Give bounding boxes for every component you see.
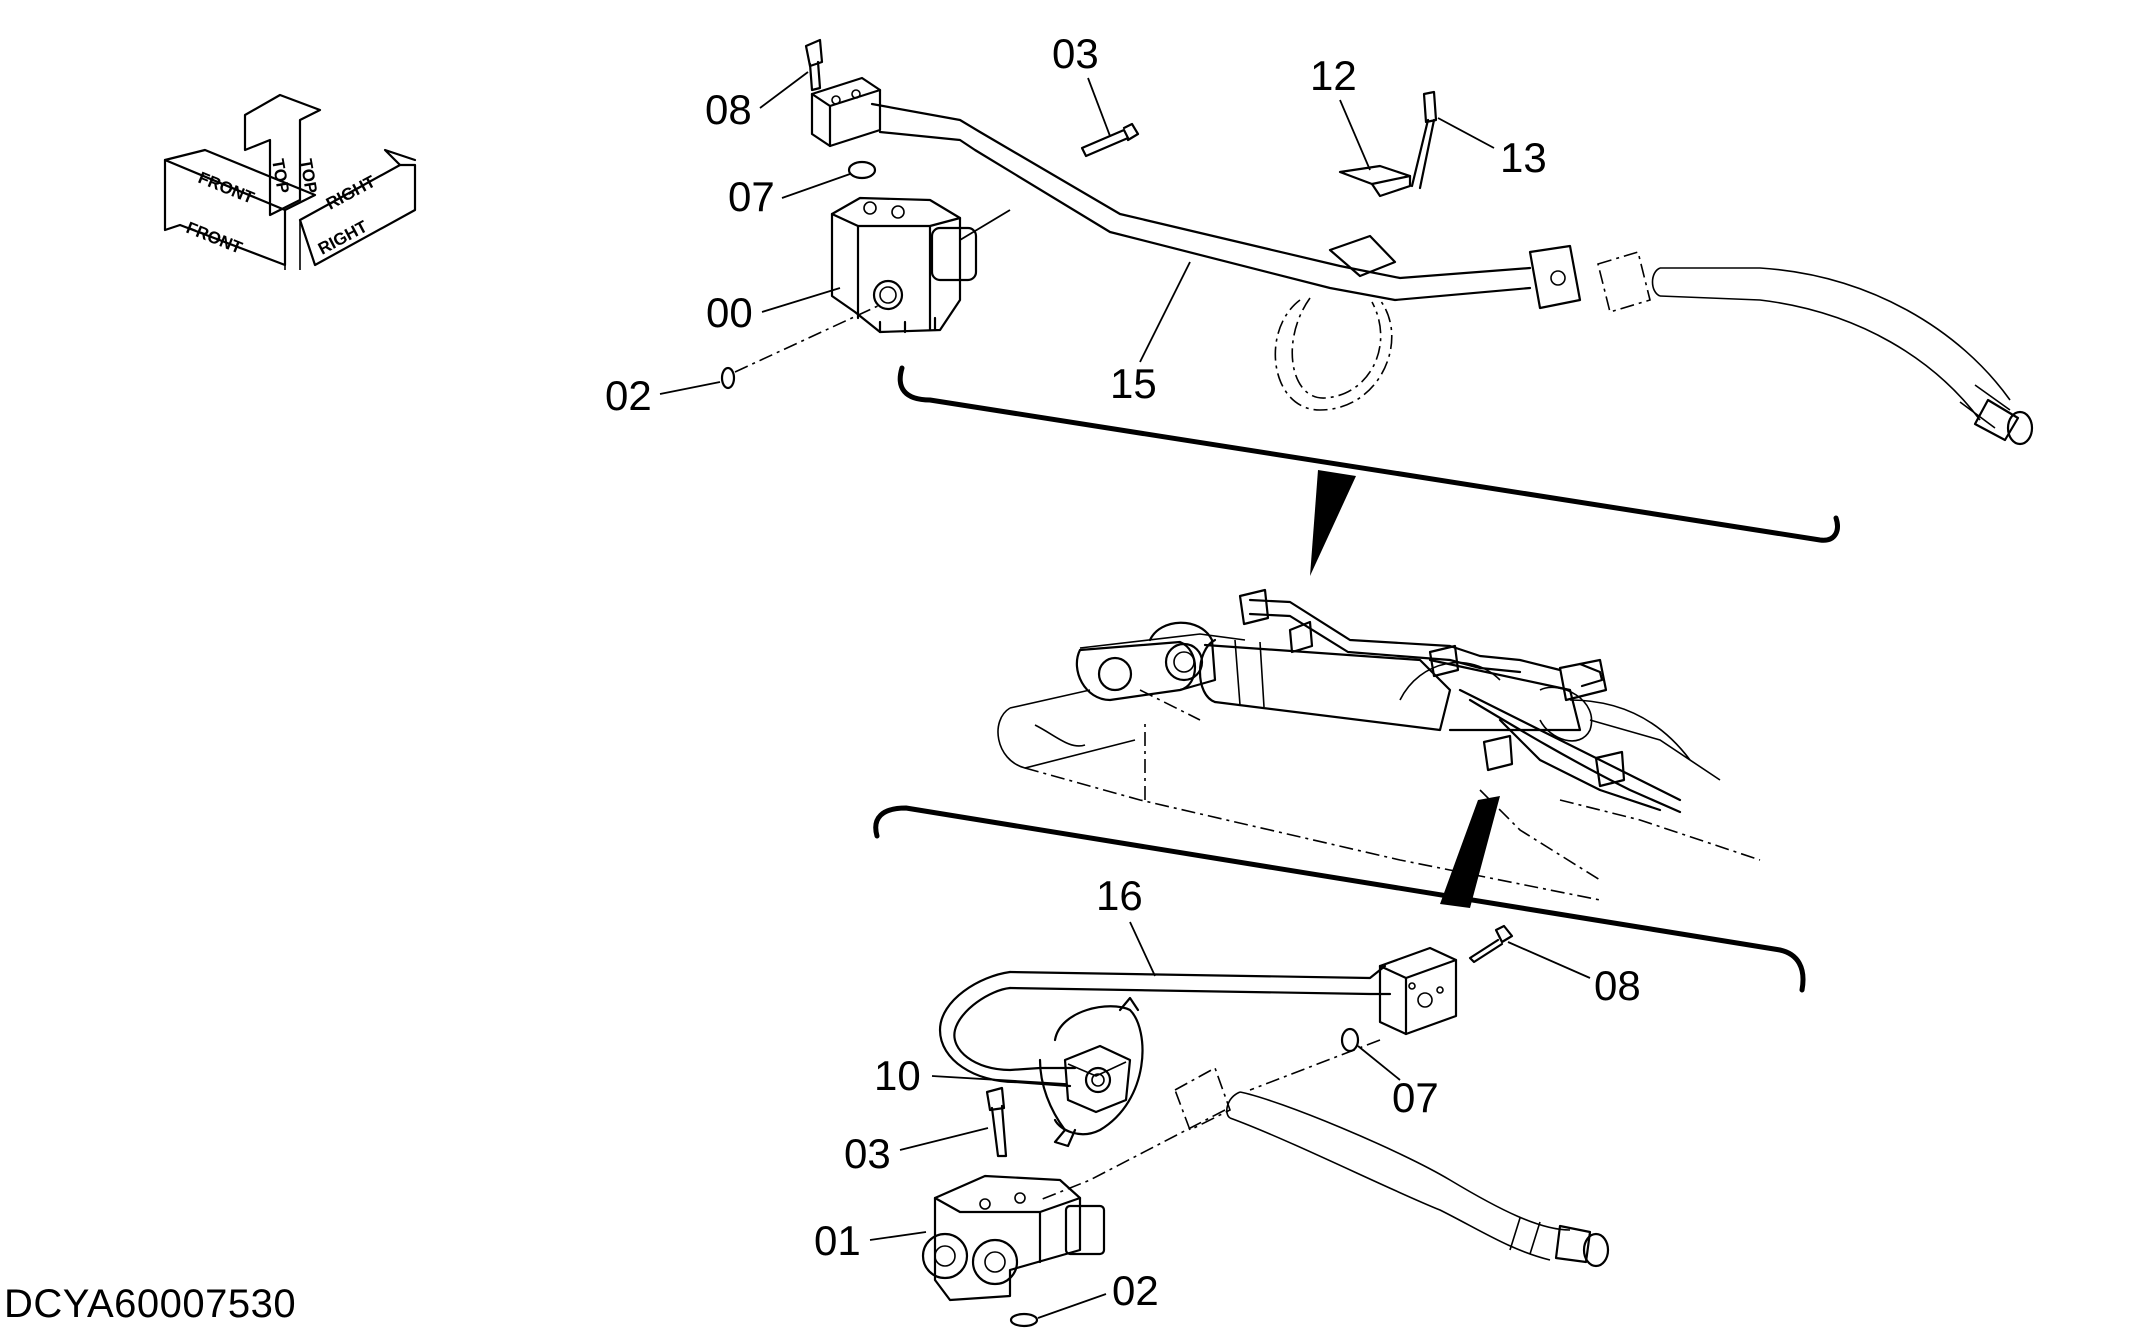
hose-upper (1597, 250, 2034, 446)
right-label-mirrored: RIGHT (323, 172, 379, 214)
bolt-08-lower (1468, 924, 1514, 964)
valve-00 (830, 196, 978, 334)
top-label: TOP (268, 157, 293, 194)
front-label-mirrored: FRONT (196, 168, 258, 208)
hose-lower (1226, 1091, 1610, 1268)
tube-16 (938, 964, 1392, 1088)
bolt-08-upper (804, 38, 824, 92)
callout-12: 12 (1310, 52, 1357, 99)
callout-01: 01 (814, 1217, 861, 1264)
flange-block-upper (810, 76, 882, 148)
upper-bracket-pointer (1310, 470, 1356, 576)
o-ring-02-lower (1009, 1312, 1039, 1328)
callout-16: 16 (1096, 872, 1143, 919)
callout-02-lower: 02 (1112, 1267, 1159, 1314)
callout-02-upper: 02 (605, 372, 652, 419)
callout-08-upper: 08 (705, 86, 752, 133)
bolt-13 (1410, 90, 1438, 190)
lower-callouts: 16 08 07 10 03 01 02 (814, 872, 1641, 1319)
orientation-arrows-icon: FRONT FRONT RIGHT RIGHT TOP TOP (163, 93, 417, 270)
flange-10 (1063, 1044, 1132, 1114)
right-label: RIGHT (315, 217, 371, 259)
upper-detail-view (720, 38, 2034, 446)
machine-overview (997, 588, 1761, 901)
lower-bracket-pointer (1440, 796, 1500, 908)
callout-13: 13 (1500, 134, 1547, 181)
upper-bracket (897, 365, 1840, 576)
callout-08-lower: 08 (1594, 962, 1641, 1009)
drawing-number: DCYA60007530 (4, 1282, 297, 1326)
callout-10: 10 (874, 1052, 921, 1099)
callout-07-lower: 07 (1392, 1074, 1439, 1121)
valve-01 (921, 1174, 1106, 1302)
bolt-03-upper (1080, 122, 1140, 158)
callout-07-upper: 07 (728, 173, 775, 220)
callout-15: 15 (1110, 360, 1157, 407)
tube-15 (870, 102, 1582, 310)
o-ring-02-upper (720, 366, 736, 390)
callout-03-lower: 03 (844, 1130, 891, 1177)
flange-block-lower (1378, 946, 1458, 1036)
callout-03-upper: 03 (1052, 30, 1099, 77)
lower-bracket (873, 796, 1806, 993)
front-label: FRONT (184, 218, 246, 258)
clamp-12 (1338, 164, 1412, 198)
upper-callouts: 08 07 00 02 03 15 12 13 (605, 30, 1547, 419)
clamp-band-lower (1038, 996, 1144, 1148)
o-ring-07-upper (847, 160, 877, 180)
bolt-03-lower (985, 1086, 1008, 1158)
callout-00: 00 (706, 289, 753, 336)
lower-detail-view (921, 924, 1610, 1328)
o-ring-07-lower (1340, 1027, 1360, 1053)
clamp-band-upper (1274, 299, 1393, 411)
